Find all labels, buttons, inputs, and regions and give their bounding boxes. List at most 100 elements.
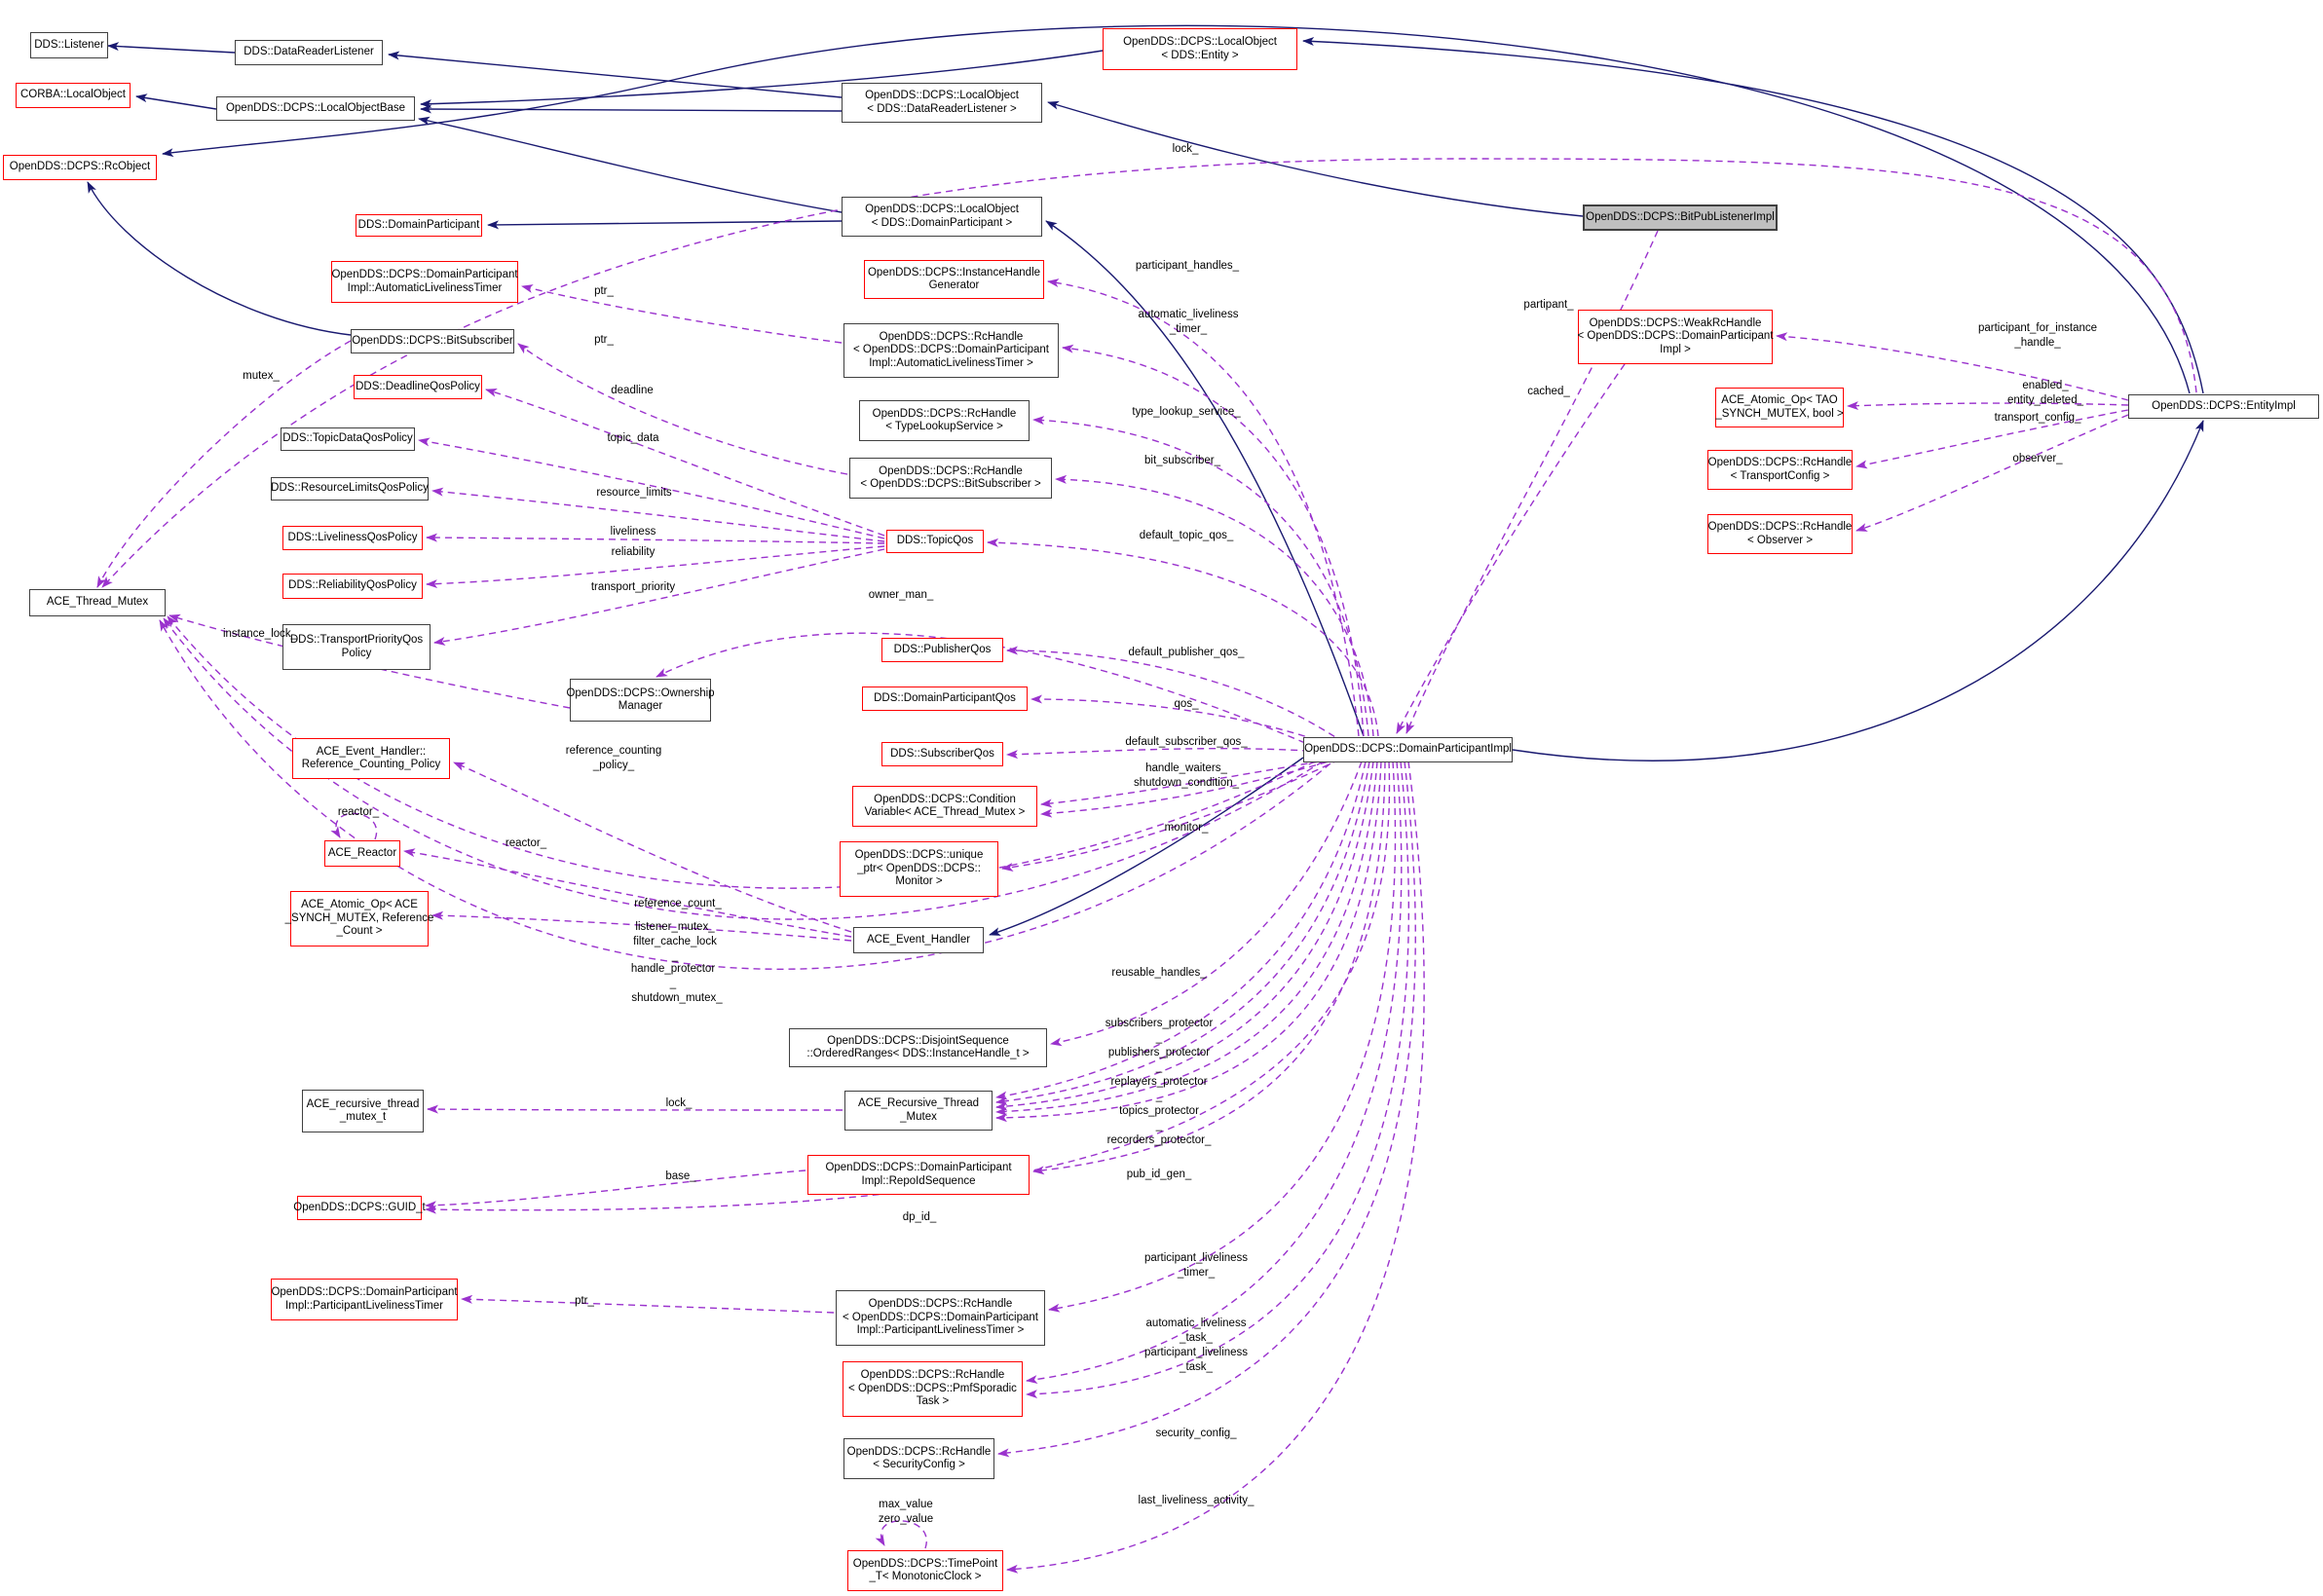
edge-label-line: base_ [665, 1170, 696, 1182]
edge-inherit-bitpublistenerimpl-to-localobject-datareaderlistener [1047, 100, 1584, 217]
lbl-transport-priority: transport_priority [591, 580, 675, 595]
lbl-liveliness: liveliness [611, 525, 656, 539]
class-node-dds-subscriberqos[interactable]: DDS::SubscriberQos [881, 742, 1003, 766]
class-node-dds-listener[interactable]: DDS::Listener [30, 32, 108, 58]
class-node-ace-thread-mutex[interactable]: ACE_Thread_Mutex [29, 589, 166, 616]
lbl-last-liveliness-activity: last_liveliness_activity_ [1139, 1494, 1255, 1508]
class-node-topicdataqospolicy[interactable]: DDS::TopicDataQosPolicy [281, 427, 415, 451]
class-node-domainparticipantimpl[interactable]: OpenDDS::DCPS::DomainParticipantImpl [1303, 737, 1513, 762]
edge-use-domainparticipantimpl-to-ownershipmanager [656, 632, 1306, 744]
class-node-label: < TypeLookupService > [885, 421, 1003, 432]
class-node-dds-topicqos[interactable]: DDS::TopicQos [886, 530, 984, 553]
class-node-rchandle-pmfsporadictask[interactable]: OpenDDS::DCPS::RcHandle< OpenDDS::DCPS::… [843, 1361, 1023, 1417]
class-node-label: < OpenDDS::DCPS::DomainParticipant [852, 344, 1049, 356]
class-node-label: Impl::RepoIdSequence [861, 1174, 976, 1187]
class-node-ace-reactor[interactable]: ACE_Reactor [324, 840, 400, 867]
class-node-reliabilityqospolicy[interactable]: DDS::ReliabilityQosPolicy [282, 574, 423, 599]
edge-label-line: reusable_handles_ [1111, 967, 1207, 979]
edge-label-line: max_value [879, 1499, 933, 1510]
edge-use-domainparticipantimpl-to-ace-recursive-thread-mutex [995, 761, 1374, 1111]
class-node-rchandle-transportconfig[interactable]: OpenDDS::DCPS::RcHandle< TransportConfig… [1707, 450, 1853, 490]
edge-inherit-localobjectbase-to-corba-localobject [135, 93, 217, 110]
edge-use-rchandle-participantlivelinesstimer-to-participantlivelinesstimer [461, 1294, 835, 1314]
class-node-rchandle-automaticlivelinesstimer[interactable]: OpenDDS::DCPS::RcHandle< OpenDDS::DCPS::… [843, 323, 1059, 378]
class-node-entityimpl[interactable]: OpenDDS::DCPS::EntityImpl [2128, 394, 2319, 419]
edge-inherit-domainparticipantimpl-to-localobject-domainparticipant [1045, 220, 1365, 737]
class-node-ace-event-handler[interactable]: ACE_Event_Handler [853, 927, 984, 953]
class-node-uniqueptr-monitor[interactable]: OpenDDS::DCPS::unique_ptr< OpenDDS::DCPS… [840, 841, 998, 897]
edge-label-line: deadline [611, 385, 654, 396]
class-node-label: < OpenDDS::DCPS::PmfSporadic [848, 1382, 1017, 1394]
lbl-monitor: monitor_ [1165, 821, 1209, 835]
class-node-weakrchandle-domainparticipantimpl[interactable]: OpenDDS::DCPS::WeakRcHandle< OpenDDS::DC… [1578, 310, 1774, 364]
class-node-reference-counting-policy[interactable]: ACE_Event_Handler::Reference_Counting_Po… [292, 738, 450, 779]
class-node-localobject-domainparticipant[interactable]: OpenDDS::DCPS::LocalObject< DDS::DomainP… [842, 197, 1042, 237]
edge-label-line: monitor_ [1164, 822, 1209, 834]
class-node-dds-domainparticipantqos[interactable]: DDS::DomainParticipantQos [862, 687, 1028, 711]
class-node-dds-domainparticipant[interactable]: DDS::DomainParticipant [356, 214, 482, 237]
class-node-disjointsequence-orderedranges[interactable]: OpenDDS::DCPS::DisjointSequence::Ordered… [789, 1028, 1047, 1067]
class-node-atomicop-bool[interactable]: ACE_Atomic_Op< TAO_SYNCH_MUTEX, bool > [1715, 388, 1844, 427]
class-node-rchandle-typelookupservice[interactable]: OpenDDS::DCPS::RcHandle< TypeLookupServi… [859, 400, 1030, 441]
edge-label-line: mutex_ [243, 370, 280, 382]
edge-label-line: _ [1155, 1032, 1163, 1044]
class-node-livelinessqospolicy[interactable]: DDS::LivelinessQosPolicy [282, 526, 423, 550]
class-node-localobjectbase[interactable]: OpenDDS::DCPS::LocalObjectBase [216, 96, 415, 121]
edge-use-weakrchandle-domainparticipantimpl-to-domainparticipantimpl [1396, 363, 1626, 734]
class-node-rchandle-observer[interactable]: OpenDDS::DCPS::RcHandle< Observer > [1707, 514, 1853, 554]
class-node-corba-localobject[interactable]: CORBA::LocalObject [16, 83, 131, 108]
class-node-deadlineqospolicy[interactable]: DDS::DeadlineQosPolicy [354, 375, 482, 399]
class-node-guid-t[interactable]: OpenDDS::DCPS::GUID_t [293, 1196, 426, 1220]
edge-label-line: recorders_protector_ [1106, 1134, 1212, 1146]
class-node-resourcelimitsqospolicy[interactable]: DDS::ResourceLimitsQosPolicy [271, 477, 429, 501]
class-node-label: Monitor > [895, 875, 943, 888]
class-node-ace-recursive-thread-mutex[interactable]: ACE_Recursive_Thread_Mutex [844, 1091, 993, 1131]
edge-use-ace-recursive-thread-mutex-to-ace-recursive-thread-mutex-t [427, 1104, 843, 1114]
class-node-dds-datareaderlistener[interactable]: DDS::DataReaderListener [235, 40, 383, 65]
lbl-reactor-self: reactor_ [338, 805, 379, 820]
edge-inherit-domainparticipantimpl-to-ace-event-handler [989, 757, 1304, 936]
edge-label-line: _task_ [1180, 1332, 1213, 1344]
class-node-bitsubscriber[interactable]: OpenDDS::DCPS::BitSubscriber [351, 329, 514, 353]
class-node-rchandle-bitsubscriber[interactable]: OpenDDS::DCPS::RcHandle< OpenDDS::DCPS::… [849, 458, 1052, 499]
lbl-dp-id: dp_id_ [903, 1210, 937, 1225]
lbl-topic-data: topic_data [607, 431, 658, 446]
class-node-dds-publisherqos[interactable]: DDS::PublisherQos [881, 638, 1003, 662]
class-node-label: ::OrderedRanges< DDS::InstanceHandle_t > [806, 1048, 1030, 1059]
edge-inherit-localobject-entity-to-localobjectbase [420, 50, 1104, 109]
class-node-label: DDS::LivelinessQosPolicy [287, 531, 418, 543]
edge-label-line: lock_ [665, 1097, 693, 1109]
class-node-label: CORBA::LocalObject [19, 89, 126, 101]
edge-label-line: last_liveliness_activity_ [1138, 1495, 1255, 1506]
edge-label-line: reactor_ [337, 806, 380, 818]
class-node-label: < OpenDDS::DCPS::BitSubscriber > [860, 478, 1041, 490]
class-node-label: OpenDDS::DCPS::RcHandle [860, 1369, 1005, 1382]
lbl-observer: observer_ [2012, 452, 2062, 466]
class-node-label: Impl > [1660, 343, 1691, 355]
class-node-localobject-datareaderlistener[interactable]: OpenDDS::DCPS::LocalObject< DDS::DataRea… [842, 83, 1042, 123]
class-node-label: Variable< ACE_Thread_Mutex > [864, 806, 1026, 818]
class-node-timepoint-monotonicclock[interactable]: OpenDDS::DCPS::TimePoint_T< MonotonicClo… [847, 1550, 1003, 1591]
class-node-label: OpenDDS::DCPS::RcHandle [879, 464, 1023, 477]
class-node-label: DDS::ReliabilityQosPolicy [288, 579, 417, 592]
class-node-rchandle-securityconfig[interactable]: OpenDDS::DCPS::RcHandle< SecurityConfig … [843, 1438, 994, 1479]
class-node-localobject-entity[interactable]: OpenDDS::DCPS::LocalObject< DDS::Entity … [1103, 28, 1297, 70]
lbl-resource-limits: resource_limits [596, 486, 671, 501]
class-node-atomicop-refcount[interactable]: ACE_Atomic_Op< ACE_SYNCH_MUTEX, Referenc… [285, 891, 433, 946]
class-node-bitpublistenerimpl[interactable]: OpenDDS::DCPS::BitPubListenerImpl [1583, 204, 1778, 231]
class-node-label: OpenDDS::DCPS::WeakRcHandle [1589, 316, 1762, 329]
class-node-label: Impl::ParticipantLivelinessTimer [285, 1299, 443, 1312]
class-node-ace-recursive-thread-mutex-t[interactable]: ACE_recursive_thread_mutex_t [302, 1090, 424, 1132]
class-node-rchandle-participantlivelinesstimer[interactable]: OpenDDS::DCPS::RcHandle< OpenDDS::DCPS::… [836, 1290, 1045, 1346]
class-node-label: OpenDDS::DCPS::LocalObject [865, 204, 1019, 215]
class-node-rcobject[interactable]: OpenDDS::DCPS::RcObject [3, 155, 157, 180]
